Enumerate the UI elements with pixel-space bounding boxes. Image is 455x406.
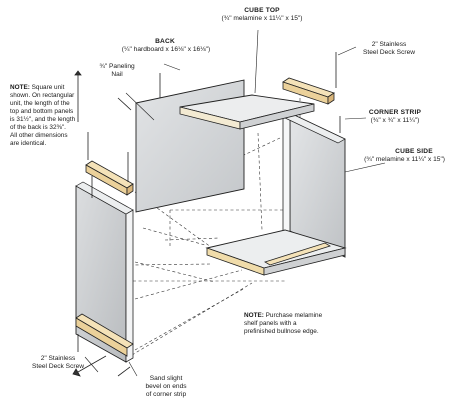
note-left-line3: unit, the length of the — [10, 100, 70, 107]
leader-lines — [84, 29, 386, 377]
cube-top-dimensions: (¾" melamine x 11¼" x 15") — [221, 15, 303, 22]
back-dimensions: (¼" hardboard x 16⅛" x 16⅛") — [121, 46, 211, 53]
note-square-unit: NOTE: Square unit shown. On rectangular … — [10, 84, 90, 148]
cube-top-title: CUBE TOP — [244, 7, 280, 14]
top-screw-label-line2: Steel Deck Screw — [362, 49, 416, 56]
bottom-screw-label-line1: 2" Stainless — [40, 355, 76, 362]
screw-icons — [72, 52, 341, 377]
note-right-line2: shelf panels with a — [244, 320, 297, 327]
corner-strip-title: CORNER STRIP — [368, 109, 422, 116]
corner-strip-front-bottom — [75, 313, 134, 357]
bevel-label-line3: of corner strip — [145, 391, 187, 398]
top-screw-label-line1: 2" Stainless — [371, 41, 407, 48]
cube-side-dimensions: (¾" melamine x 11¼" x 15") — [364, 156, 445, 163]
note-left-line4: top and bottom panels — [10, 108, 74, 115]
corner-strip-front-top — [85, 160, 134, 196]
note-left-line8: are identical. — [10, 140, 47, 147]
note-left-line7: All other dimensions — [10, 132, 68, 139]
cube-side-title: CUBE SIDE — [395, 148, 433, 155]
bevel-label-line1: Sand slight — [149, 375, 183, 382]
cube-side-panel — [282, 112, 346, 258]
note-left-line2: shown. On rectangular — [10, 92, 75, 99]
paneling-nail-label-line1: ¾" Paneling — [99, 63, 135, 70]
corner-strip-top-right — [282, 77, 335, 105]
note-left-line6: of the back is 32⅜". — [10, 124, 66, 131]
back-title: BACK — [155, 38, 175, 45]
note-left-line5: is 31½", and the length — [10, 116, 76, 123]
paneling-nail-icon — [117, 97, 132, 111]
paneling-nail-label-line2: Nail — [111, 71, 123, 78]
note-melamine: NOTE: Purchase melamine shelf panels wit… — [244, 312, 354, 336]
note-left-line1: Square unit — [31, 84, 65, 91]
cube-bottom-panel — [205, 229, 347, 276]
bevel-label-line2: bevel on ends — [145, 383, 187, 390]
note-right-line1: Purchase melamine — [265, 312, 323, 319]
note-right-line3: prefinished bullnose edge. — [244, 328, 319, 335]
corner-strip-bottom-right — [264, 242, 331, 266]
corner-strip-dimensions: (¾" x ¾" x 11¼") — [370, 117, 420, 124]
note-left-head: NOTE: — [10, 84, 30, 91]
note-right-head: NOTE: — [244, 312, 264, 319]
bottom-screw-label-line2: Steel Deck Screw — [31, 363, 85, 370]
cube-top-panel — [179, 94, 315, 130]
